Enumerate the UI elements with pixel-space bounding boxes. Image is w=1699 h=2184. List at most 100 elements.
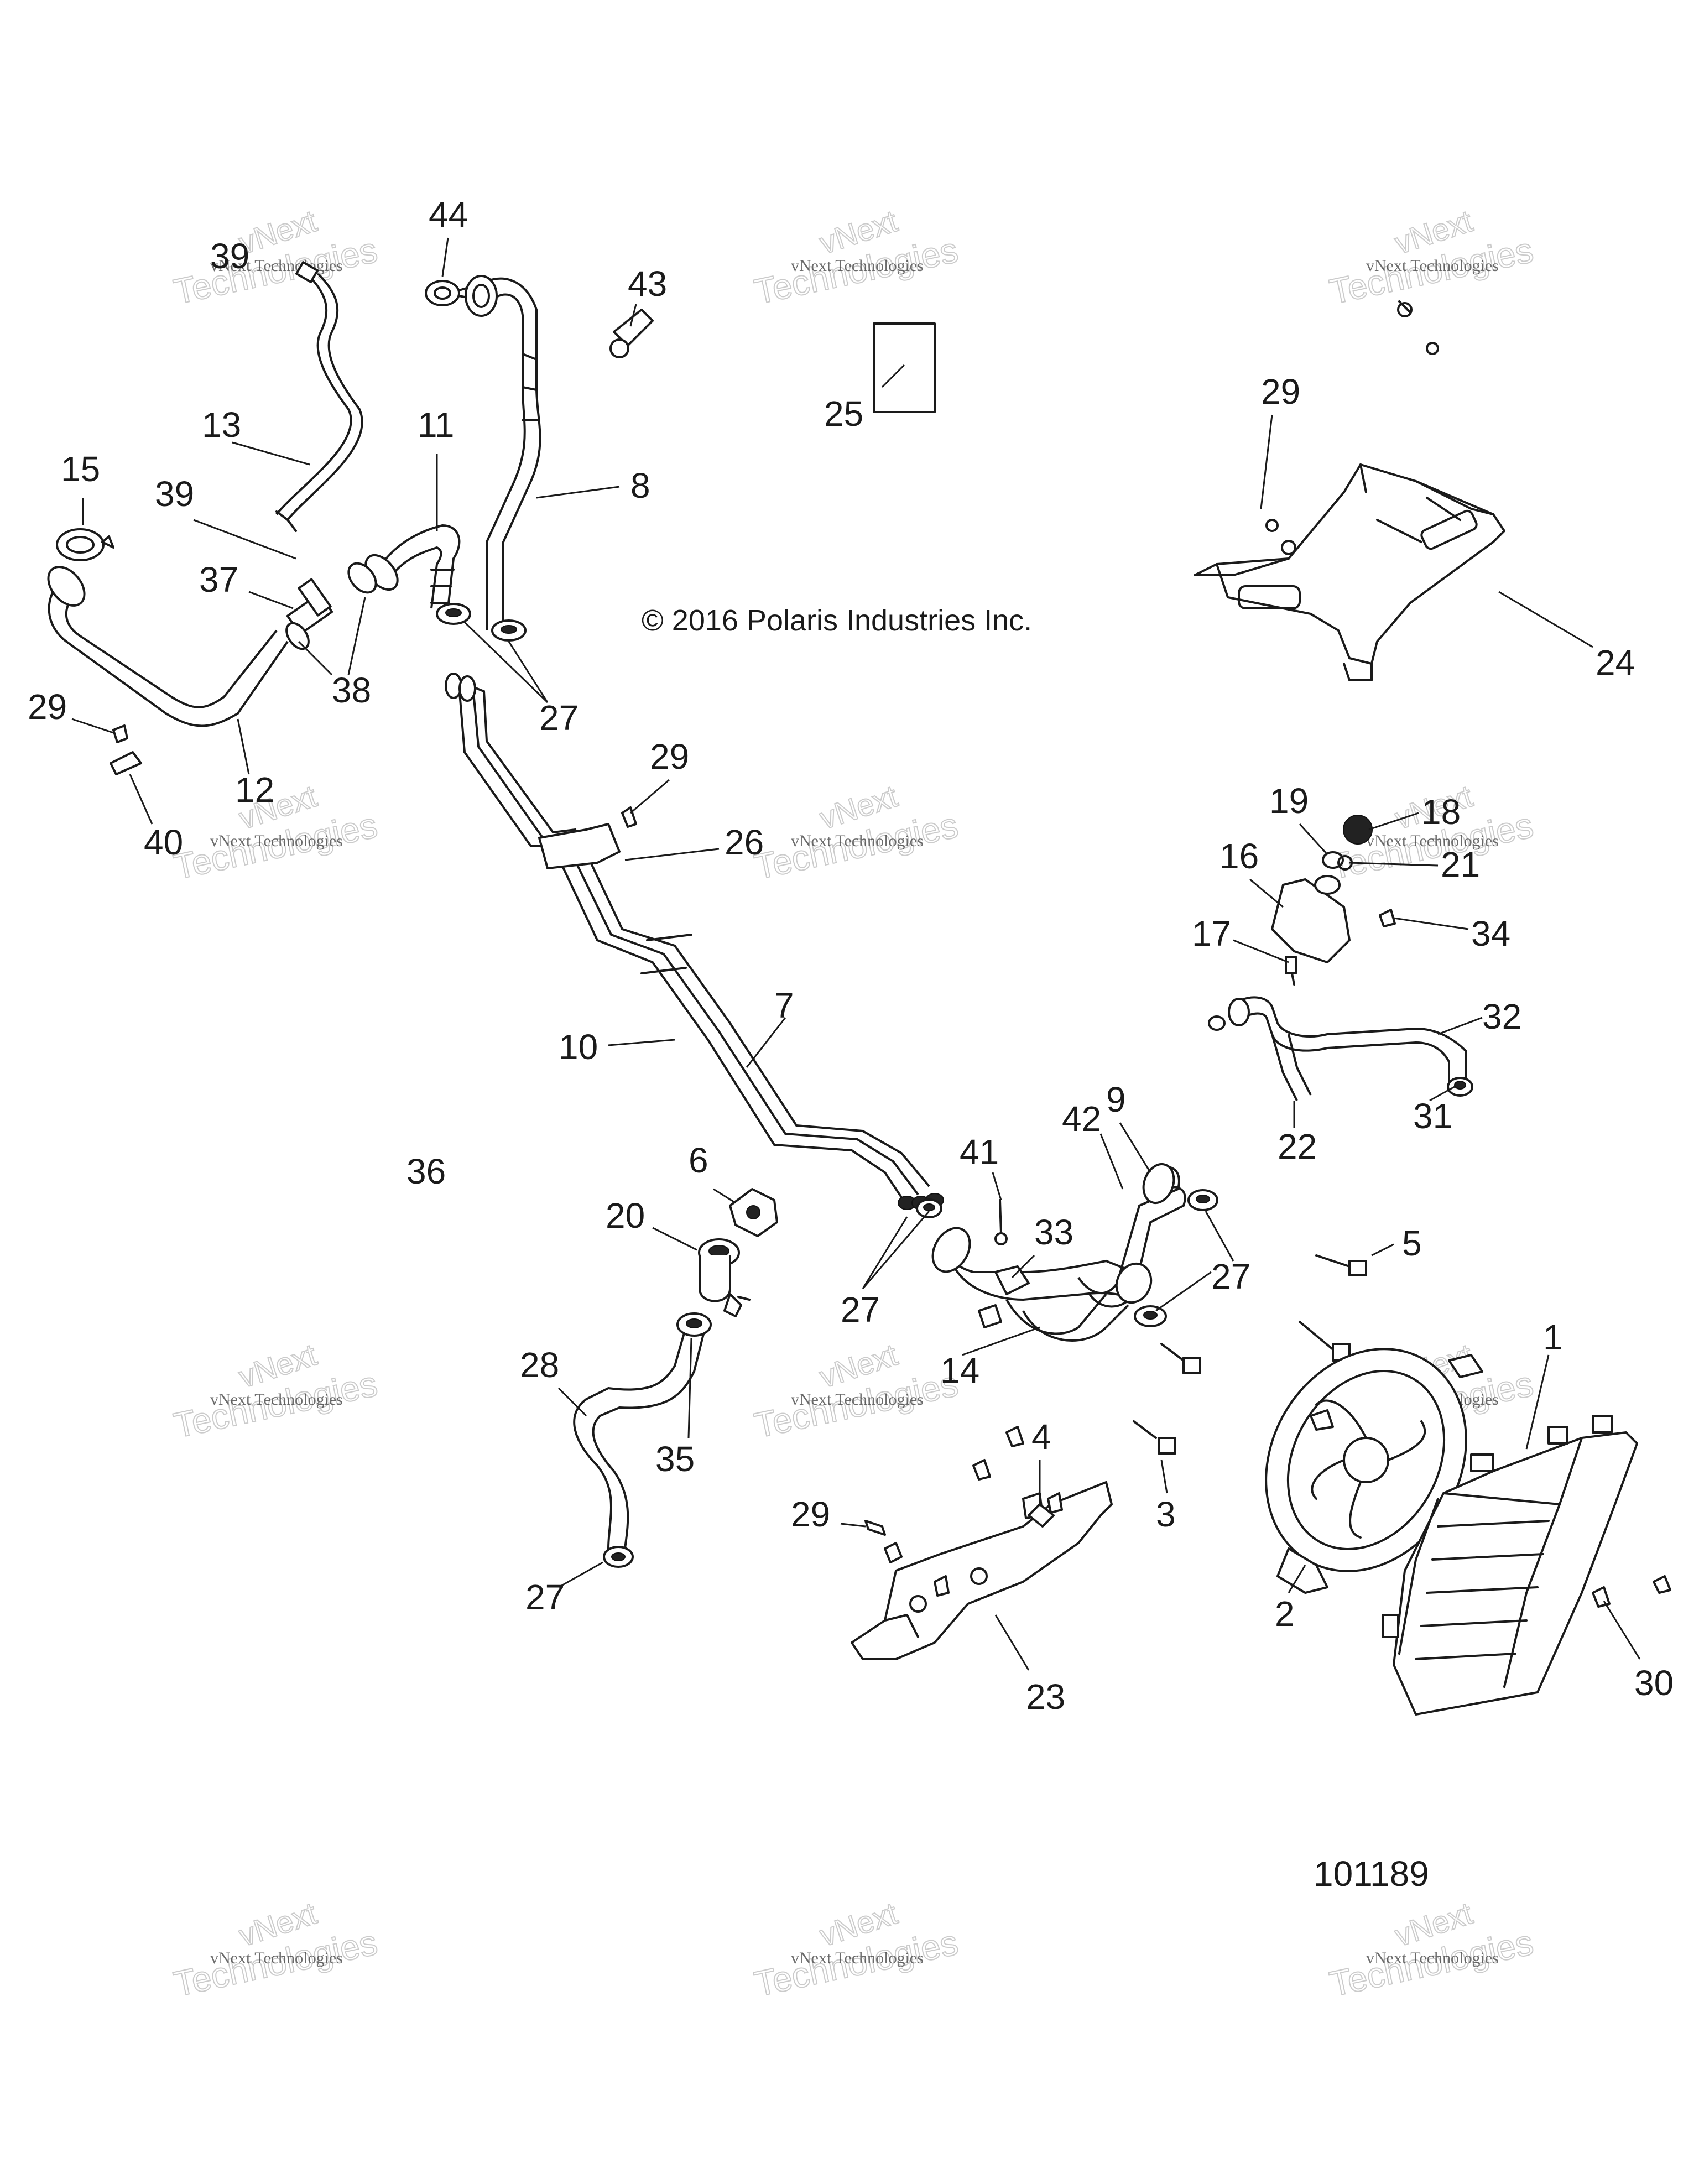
leader-line — [237, 718, 250, 775]
callout-27: 27 — [1155, 1211, 1250, 1312]
callout-number: 17 — [1192, 914, 1231, 953]
callout-number: 31 — [1413, 1096, 1452, 1136]
leader-line — [71, 718, 114, 734]
callout-28: 28 — [520, 1345, 587, 1417]
callout-number: 41 — [960, 1132, 999, 1172]
watermark-company: vNext Technologies — [791, 832, 924, 850]
callout-39: 39 — [155, 474, 296, 560]
leader-line — [1260, 414, 1273, 509]
callout-15: 15 — [61, 449, 100, 525]
callout-43: 43 — [628, 264, 667, 327]
callout-number: 42 — [1062, 1099, 1101, 1139]
callout-33: 33 — [1011, 1212, 1073, 1279]
callout-30: 30 — [1603, 1601, 1674, 1703]
leader-line — [129, 774, 153, 825]
callout-number: 44 — [429, 195, 468, 234]
figure-number: 101189 — [1314, 1854, 1429, 1894]
callout-number: 37 — [199, 560, 238, 600]
callout-number: 29 — [791, 1494, 830, 1534]
callout-number: 13 — [202, 405, 241, 445]
leader-line — [1393, 917, 1469, 930]
callout-44: 44 — [429, 195, 468, 277]
callout-12: 12 — [235, 718, 274, 810]
callout-number: 39 — [155, 474, 194, 514]
leader-line — [1160, 1460, 1168, 1494]
callout-number: 33 — [1034, 1212, 1073, 1252]
watermark-company: vNext Technologies — [1366, 832, 1499, 850]
callout-number: 29 — [28, 687, 67, 727]
leader-line — [652, 1227, 697, 1251]
callout-7: 7 — [746, 986, 794, 1068]
callout-number: 16 — [1219, 836, 1259, 876]
callout-29: 29 — [28, 687, 114, 734]
callout-22: 22 — [1278, 1101, 1317, 1166]
leader-line — [347, 597, 366, 675]
part-drawings — [47, 261, 1671, 1716]
callout-number: 2 — [1275, 1594, 1295, 1634]
callout-41: 41 — [960, 1132, 1002, 1201]
callout-35: 35 — [655, 1338, 695, 1479]
callout-number: 25 — [824, 394, 863, 434]
watermark-company: vNext Technologies — [1366, 1949, 1499, 1967]
callout-number: 26 — [725, 822, 764, 862]
copyright-text: © 2016 Polaris Industries Inc. — [642, 604, 1032, 637]
leader-line — [1233, 939, 1289, 963]
callout-9: 9 — [1106, 1080, 1151, 1173]
callout-19: 19 — [1269, 781, 1328, 856]
callout-number: 34 — [1471, 914, 1510, 953]
callout-number: 8 — [630, 466, 650, 505]
leader-line — [232, 441, 310, 466]
callout-number: 15 — [61, 449, 100, 489]
callout-6: 6 — [689, 1140, 736, 1204]
callout-21: 21 — [1349, 845, 1480, 884]
leader-line — [862, 1216, 908, 1289]
callout-27: 27 — [463, 621, 579, 738]
callout-number: 27 — [525, 1577, 565, 1617]
callout-number: 30 — [1634, 1663, 1674, 1703]
callout-number: 27 — [1211, 1257, 1250, 1296]
leader-line — [1371, 1243, 1394, 1257]
callout-layer: 1234567891011121314151617181920212223242… — [28, 195, 1674, 1717]
leader-line — [994, 1614, 1030, 1671]
leader-line — [624, 848, 720, 861]
callout-number: 7 — [774, 986, 794, 1025]
leader-line — [298, 640, 333, 676]
callout-number: 19 — [1269, 781, 1309, 821]
callout-29: 29 — [630, 737, 689, 814]
callout-number: 12 — [235, 770, 274, 810]
callout-27: 27 — [841, 1211, 930, 1330]
leader-line — [962, 1326, 1040, 1356]
callout-number: 18 — [1421, 792, 1461, 832]
callout-2: 2 — [1275, 1565, 1306, 1634]
leader-line — [746, 1017, 786, 1068]
callout-5: 5 — [1371, 1223, 1422, 1263]
callout-number: 22 — [1278, 1127, 1317, 1166]
callout-number: 9 — [1106, 1080, 1126, 1119]
leader-line — [992, 1172, 1002, 1201]
leader-line — [1498, 591, 1593, 648]
leader-line — [1437, 1017, 1483, 1035]
callout-36: 36 — [406, 1151, 446, 1191]
callout-number: 28 — [520, 1345, 559, 1385]
leader-line — [193, 519, 296, 560]
callout-8: 8 — [536, 466, 650, 505]
leader-line — [1099, 1133, 1124, 1190]
watermark-company: vNext Technologies — [210, 1390, 343, 1409]
watermark-company: vNext Technologies — [210, 1949, 343, 1967]
leader-line — [1525, 1354, 1550, 1450]
callout-number: 40 — [144, 822, 183, 862]
callout-34: 34 — [1393, 914, 1510, 953]
leader-line — [441, 237, 449, 277]
watermark-company: vNext Technologies — [791, 1390, 924, 1409]
callout-29: 29 — [1260, 372, 1300, 509]
leader-line — [840, 1523, 866, 1528]
watermark-company: vNext Technologies — [210, 257, 343, 275]
